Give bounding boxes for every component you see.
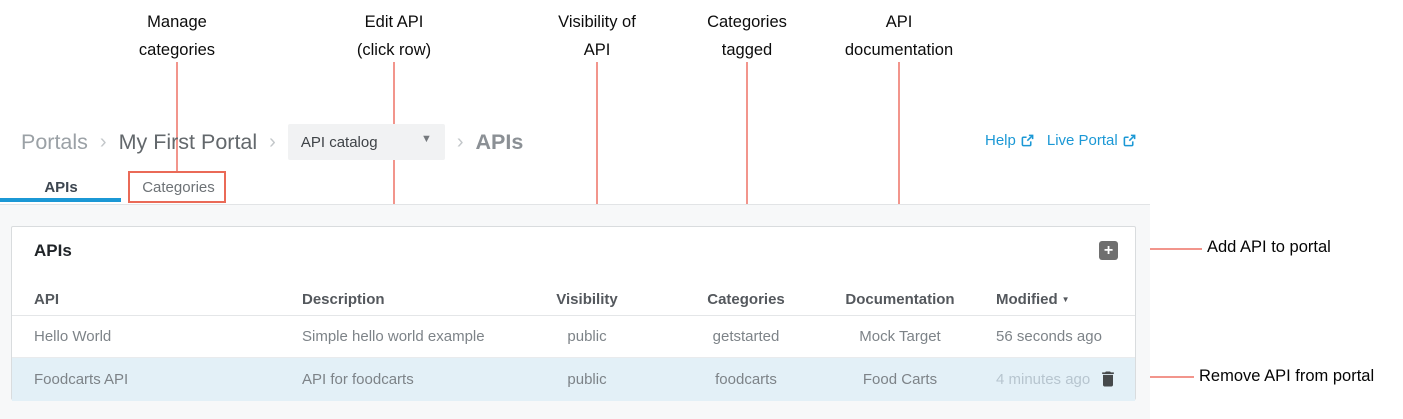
annotation-line-add-api bbox=[1120, 248, 1202, 250]
live-portal-link-label: Live Portal bbox=[1046, 132, 1118, 149]
callout-text: API bbox=[885, 13, 913, 31]
cell-documentation: Mock Target bbox=[859, 328, 941, 345]
table-row[interactable]: Hello World Simple hello world example p… bbox=[12, 316, 1135, 358]
callout-api-documentation: API documentation bbox=[809, 8, 989, 64]
callout-text: API bbox=[583, 41, 611, 59]
active-tab-underline bbox=[0, 198, 121, 202]
breadcrumb-separator: › bbox=[269, 130, 276, 153]
live-portal-link[interactable]: Live Portal bbox=[1047, 132, 1136, 149]
callout-text: Categories bbox=[707, 13, 787, 31]
column-header-categories: Categories bbox=[707, 291, 785, 308]
cell-modified: 4 minutes ago bbox=[996, 371, 1091, 388]
column-header-visibility: Visibility bbox=[556, 291, 618, 308]
column-header-description: Description bbox=[302, 291, 385, 308]
external-link-icon bbox=[1123, 134, 1136, 147]
callout-text: categories bbox=[138, 41, 216, 59]
callout-text: Edit API bbox=[364, 13, 424, 31]
cell-description: API for foodcarts bbox=[302, 371, 414, 388]
annotation-line-categories bbox=[746, 62, 748, 284]
remove-api-button[interactable] bbox=[1098, 367, 1120, 391]
help-link-label: Help bbox=[985, 132, 1016, 149]
callout-text: Manage bbox=[147, 13, 207, 31]
cell-api: Hello World bbox=[34, 328, 112, 345]
cell-description: Simple hello world example bbox=[302, 328, 485, 345]
cell-documentation: Food Carts bbox=[862, 371, 938, 388]
column-header-modified-label: Modified bbox=[996, 291, 1058, 308]
callout-categories-tagged: Categories tagged bbox=[657, 8, 837, 64]
callout-text: documentation bbox=[844, 41, 954, 59]
card-title: APIs bbox=[34, 241, 72, 260]
add-api-button[interactable]: + bbox=[1099, 241, 1118, 260]
catalog-type-dropdown[interactable]: API catalog ▼ bbox=[287, 124, 445, 160]
cell-categories: getstarted bbox=[712, 328, 780, 345]
annotation-line-manage-categories bbox=[176, 62, 178, 171]
callout-text: Visibility of bbox=[558, 13, 636, 31]
cell-categories: foodcarts bbox=[715, 371, 777, 388]
breadcrumb: Portals › My First Portal › API catalog … bbox=[21, 124, 523, 160]
trash-icon bbox=[1098, 368, 1120, 390]
breadcrumb-separator: › bbox=[456, 130, 464, 153]
annotation-line-remove-api bbox=[1122, 376, 1194, 378]
cell-visibility: public bbox=[567, 328, 607, 345]
callout-edit-api: Edit API (click row) bbox=[304, 8, 484, 64]
breadcrumb-current-page: APIs bbox=[475, 129, 524, 154]
column-header-api: API bbox=[34, 291, 60, 308]
sort-desc-icon: ▼ bbox=[1061, 295, 1070, 304]
chevron-down-icon: ▼ bbox=[420, 133, 432, 145]
callout-text: tagged bbox=[721, 41, 773, 59]
callout-text: (click row) bbox=[356, 41, 432, 59]
tab-apis[interactable]: APIs bbox=[44, 178, 78, 196]
breadcrumb-separator: › bbox=[99, 130, 107, 153]
annotation-line-documentation bbox=[898, 62, 900, 284]
header-links: Help Live Portal bbox=[985, 132, 1136, 149]
tabbar-divider bbox=[0, 204, 1150, 205]
apis-card: APIs + API Description Visibility Catego… bbox=[11, 226, 1136, 401]
cell-api: Foodcarts API bbox=[34, 371, 129, 388]
dropdown-value: API catalog bbox=[300, 133, 378, 151]
cell-visibility: public bbox=[567, 371, 607, 388]
cell-modified: 56 seconds ago bbox=[996, 328, 1102, 345]
help-link[interactable]: Help bbox=[985, 132, 1034, 149]
column-header-documentation: Documentation bbox=[845, 291, 955, 308]
callout-visibility: Visibility of API bbox=[507, 8, 687, 64]
table-row[interactable]: Foodcarts API API for foodcarts public f… bbox=[12, 358, 1135, 401]
breadcrumb-portals[interactable]: Portals bbox=[21, 129, 88, 154]
column-header-modified[interactable]: Modified▼ bbox=[965, 291, 1135, 308]
callout-remove-api: Remove API from portal bbox=[1199, 367, 1375, 385]
breadcrumb-portal-name[interactable]: My First Portal bbox=[118, 129, 258, 154]
external-link-icon bbox=[1021, 134, 1034, 147]
callout-manage-categories: Manage categories bbox=[87, 8, 267, 64]
callout-add-api: Add API to portal bbox=[1207, 238, 1331, 256]
tab-categories[interactable]: Categories bbox=[142, 178, 215, 196]
annotation-line-visibility bbox=[596, 62, 598, 284]
table-header: API Description Visibility Categories Do… bbox=[12, 284, 1135, 316]
